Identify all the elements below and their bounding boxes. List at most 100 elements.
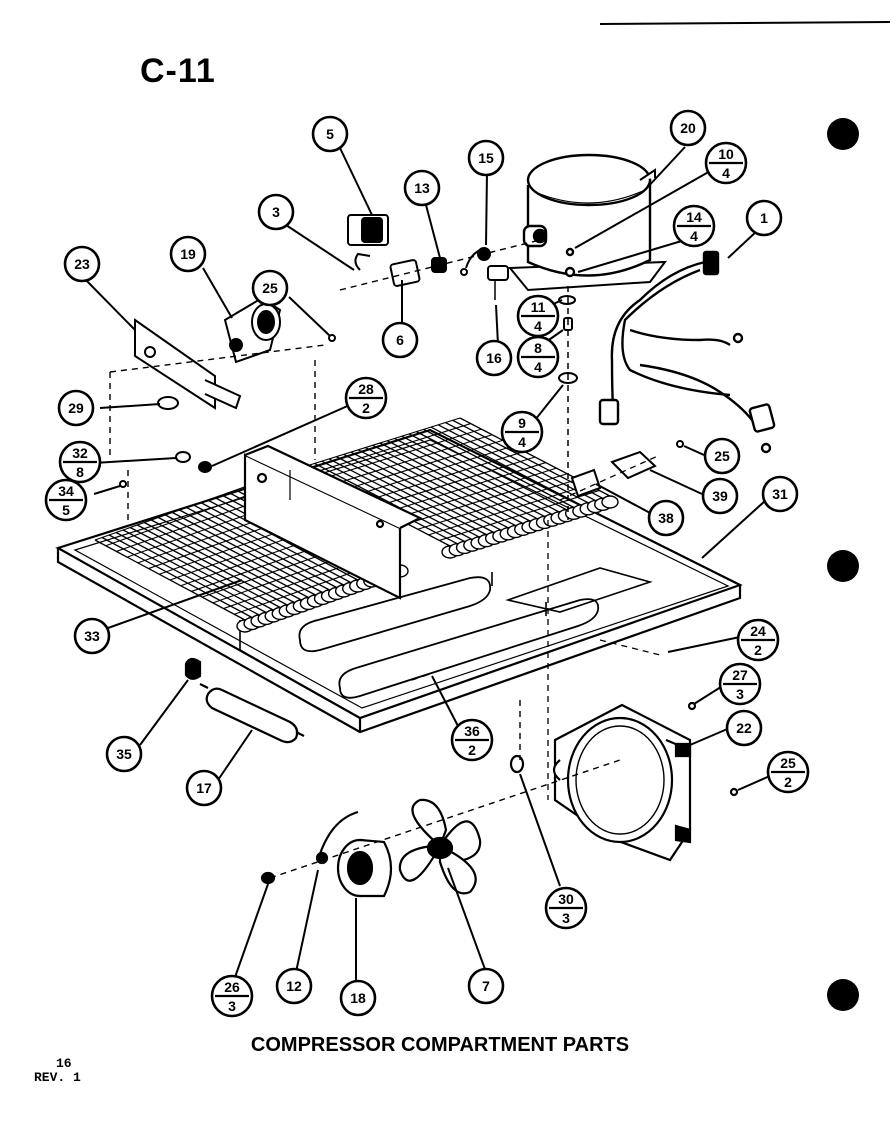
callout-number: 12 — [286, 978, 302, 994]
callout-number: 9 — [518, 415, 526, 431]
callout-number: 29 — [68, 400, 84, 416]
reference-lines — [411, 520, 661, 800]
callout-number: 24 — [750, 623, 766, 639]
callout-number: 19 — [180, 246, 196, 262]
leader-lines — [81, 146, 773, 984]
callout-number: 22 — [736, 720, 752, 736]
callout-number: 23 — [74, 256, 90, 272]
callout-number: 32 — [72, 445, 88, 461]
callout-quantity: 3 — [562, 910, 570, 926]
callout-39: 39 — [701, 477, 739, 515]
callout-number: 30 — [558, 891, 574, 907]
callout-22: 22 — [725, 709, 763, 747]
callout-34-5: 345 — [44, 478, 88, 522]
callout-number: 36 — [464, 723, 480, 739]
callout-quantity: 5 — [62, 502, 70, 518]
page-number: 16 — [56, 1056, 72, 1071]
callout-quantity: 2 — [362, 400, 370, 416]
callout-number: 25 — [262, 280, 278, 296]
callout-quantity: 3 — [736, 686, 744, 702]
callout-quantity: 2 — [468, 742, 476, 758]
center-partition — [243, 444, 423, 600]
callout-6: 6 — [381, 321, 419, 359]
callout-17: 17 — [185, 769, 223, 807]
callout-8-4: 84 — [516, 335, 560, 379]
callout-quantity: 4 — [518, 434, 526, 450]
callout-quantity: 4 — [534, 318, 542, 334]
callout-number: 26 — [224, 979, 240, 995]
callout-number: 34 — [58, 483, 74, 499]
drier — [184, 657, 305, 744]
page-code: C-11 — [140, 52, 216, 90]
callout-23: 23 — [63, 245, 101, 283]
callout-24-2: 242 — [736, 618, 780, 662]
callout-number: 6 — [396, 332, 404, 348]
callout-quantity: 3 — [228, 998, 236, 1014]
callout-14-4: 144 — [672, 204, 716, 248]
callout-number: 10 — [718, 146, 734, 162]
callout-25: 25 — [251, 269, 289, 307]
diagram-caption: COMPRESSOR COMPARTMENT PARTS — [0, 1034, 896, 1057]
callout-number: 5 — [326, 126, 334, 142]
callout-number: 14 — [686, 209, 702, 225]
terminal-block — [559, 440, 684, 501]
callout-32-8: 328 — [58, 440, 102, 484]
registration-marks — [827, 118, 859, 1011]
callout-number: 7 — [482, 978, 490, 994]
callout-18: 18 — [339, 979, 377, 1017]
callout-number: 27 — [732, 667, 748, 683]
relay-and-overload — [339, 214, 541, 300]
callout-29: 29 — [57, 389, 95, 427]
callout-number: 20 — [680, 120, 696, 136]
fan-shroud — [552, 701, 739, 862]
wiring-harness — [598, 250, 776, 454]
revision-label: REV. 1 — [34, 1070, 81, 1085]
callout-13: 13 — [403, 169, 441, 207]
callout-33: 33 — [73, 617, 111, 655]
callout-27-3: 273 — [718, 662, 762, 706]
callout-number: 33 — [84, 628, 100, 644]
callout-28-2: 282 — [344, 376, 388, 420]
callout-quantity: 4 — [690, 228, 698, 244]
callout-11-4: 114 — [516, 294, 560, 338]
callout-5: 5 — [311, 115, 349, 153]
callout-number: 8 — [534, 340, 542, 356]
compressor — [507, 153, 668, 292]
callout-number: 15 — [478, 150, 494, 166]
callout-26-3: 263 — [210, 974, 254, 1018]
fan-assembly — [260, 700, 621, 898]
callout-30-3: 303 — [544, 886, 588, 930]
callout-number: 31 — [772, 486, 788, 502]
callout-number: 39 — [712, 488, 728, 504]
callout-number: 18 — [350, 990, 366, 1006]
page-footer: 16 REV. 1 — [34, 1057, 81, 1085]
condenser-coil-right — [299, 417, 619, 559]
callout-16: 16 — [475, 339, 513, 377]
callout-number: 28 — [358, 381, 374, 397]
callout-36-2: 362 — [450, 718, 494, 762]
callout-19: 19 — [169, 235, 207, 273]
callout-10-4: 104 — [704, 141, 748, 185]
callout-number: 17 — [196, 780, 212, 796]
callout-number: 25 — [780, 755, 796, 771]
callout-15: 15 — [467, 139, 505, 177]
callout-number: 13 — [414, 180, 430, 196]
callout-number: 35 — [116, 746, 132, 762]
callout-quantity: 8 — [76, 464, 84, 480]
callout-quantity: 2 — [784, 774, 792, 790]
callout-number: 3 — [272, 204, 280, 220]
caption-text: COMPRESSOR COMPARTMENT PARTS — [250, 1034, 630, 1056]
callout-9-4: 94 — [500, 410, 544, 454]
callout-number: 38 — [658, 510, 674, 526]
callout-quantity: 4 — [534, 359, 542, 375]
mounting-hardware — [558, 286, 578, 520]
callout-25: 25 — [703, 437, 741, 475]
callout-1: 1 — [745, 199, 783, 237]
callout-31: 31 — [761, 475, 799, 513]
callout-35: 35 — [105, 735, 143, 773]
callout-number: 25 — [714, 448, 730, 464]
callout-20: 20 — [669, 109, 707, 147]
